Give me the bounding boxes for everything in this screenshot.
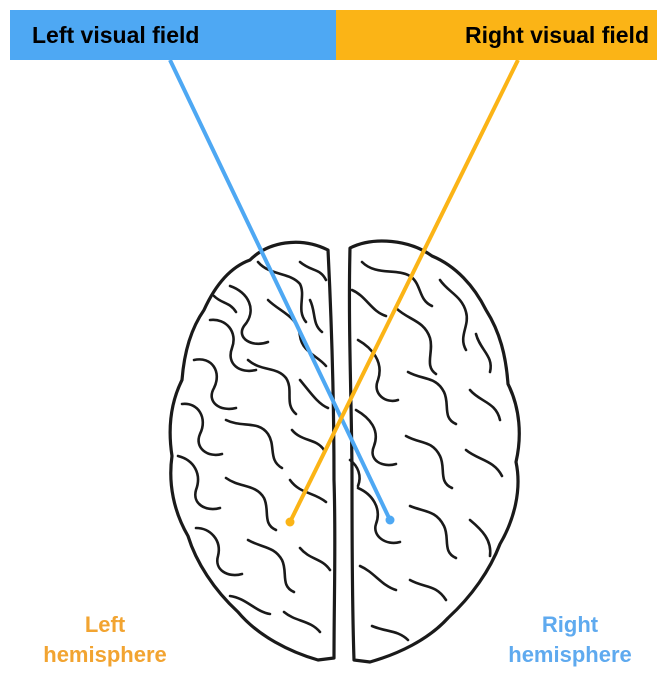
right-hemisphere-label: Right hemisphere (480, 610, 657, 670)
left-hemisphere-label-line2: hemisphere (20, 640, 190, 670)
right-field-pathway-line (290, 60, 518, 522)
brain-illustration (170, 241, 519, 662)
right-hemisphere-label-line2: hemisphere (480, 640, 657, 670)
right-hemisphere-label-line1: Right (480, 610, 657, 640)
left-hemisphere-outline (170, 242, 335, 660)
right-field-pathway-end (286, 518, 295, 527)
left-hemisphere-label-line1: Left (20, 610, 190, 640)
left-field-pathway-end (386, 516, 395, 525)
left-hemisphere-label: Left hemisphere (20, 610, 190, 670)
right-hemisphere-outline (349, 241, 519, 662)
